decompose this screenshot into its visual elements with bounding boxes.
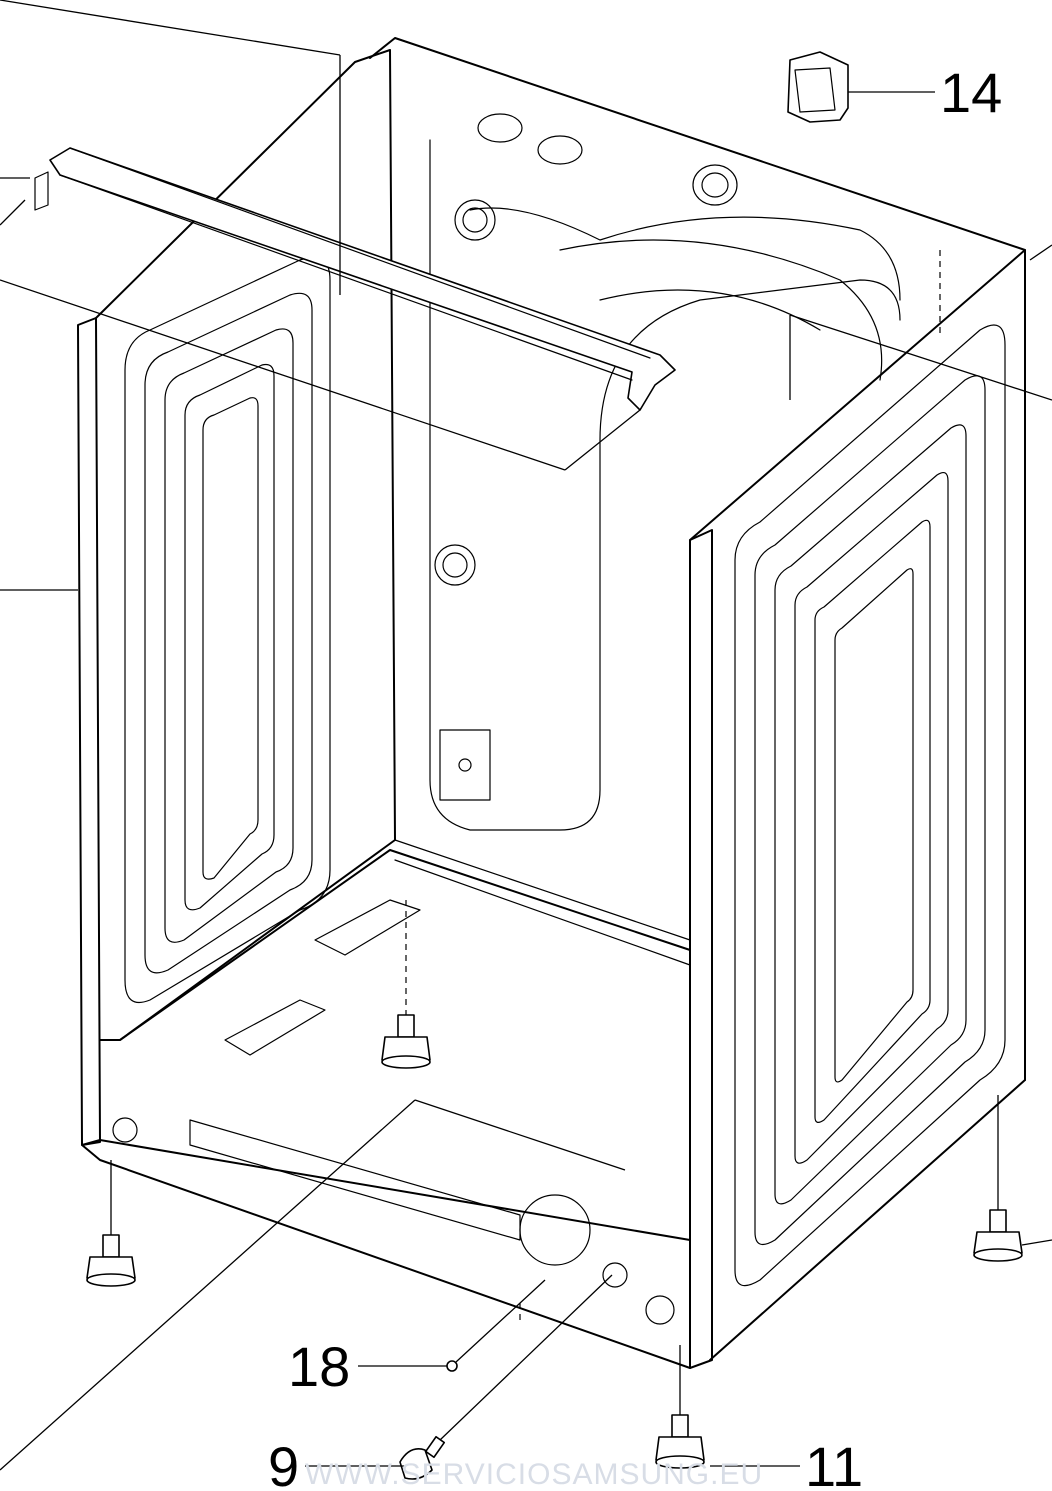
back-panel-detail [429,113,901,831]
callout-11: 11 [805,1435,863,1491]
cabinet-frame [77,37,1026,1369]
callout-9: 9 [268,1435,299,1491]
foot-front-left [86,1234,136,1287]
part-14-connector [787,51,849,123]
foot-rear-right [973,1209,1023,1262]
foot-rear-left [381,1014,431,1069]
base-detail [112,899,675,1325]
callout-14: 14 [940,61,1002,124]
left-panel-emboss [124,256,331,1004]
callout-18: 18 [288,1335,350,1398]
watermark-text: WWW.SERVICIOSAMSUNG.EU [305,1458,763,1491]
top-rail [34,147,676,411]
right-panel-emboss [734,324,1006,1287]
part-18-screw [446,1360,458,1372]
